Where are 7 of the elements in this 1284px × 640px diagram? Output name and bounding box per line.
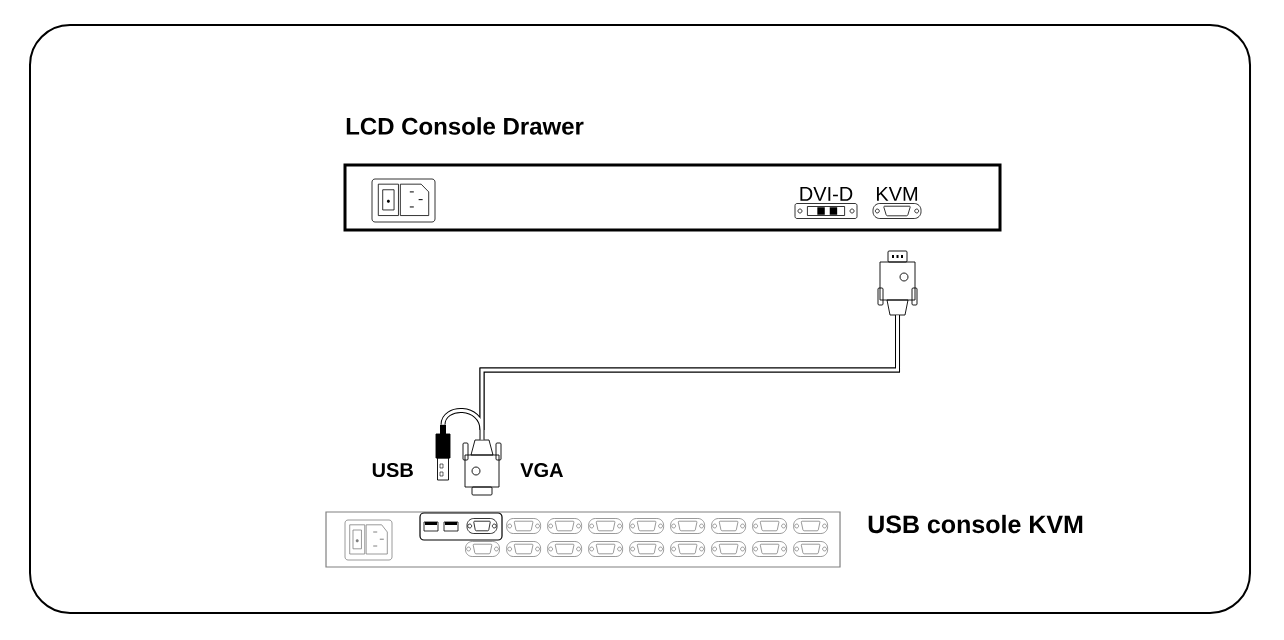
port-label: DVI-D	[800, 187, 853, 201]
heading: LCD Console Drawer	[346, 117, 584, 135]
connector-label: VGA	[520, 462, 563, 478]
vga-plug-drawing	[877, 250, 918, 316]
connector-label: USB	[372, 462, 413, 478]
port-label: KVM	[877, 187, 918, 201]
heading: USB console KVM	[868, 514, 1083, 534]
